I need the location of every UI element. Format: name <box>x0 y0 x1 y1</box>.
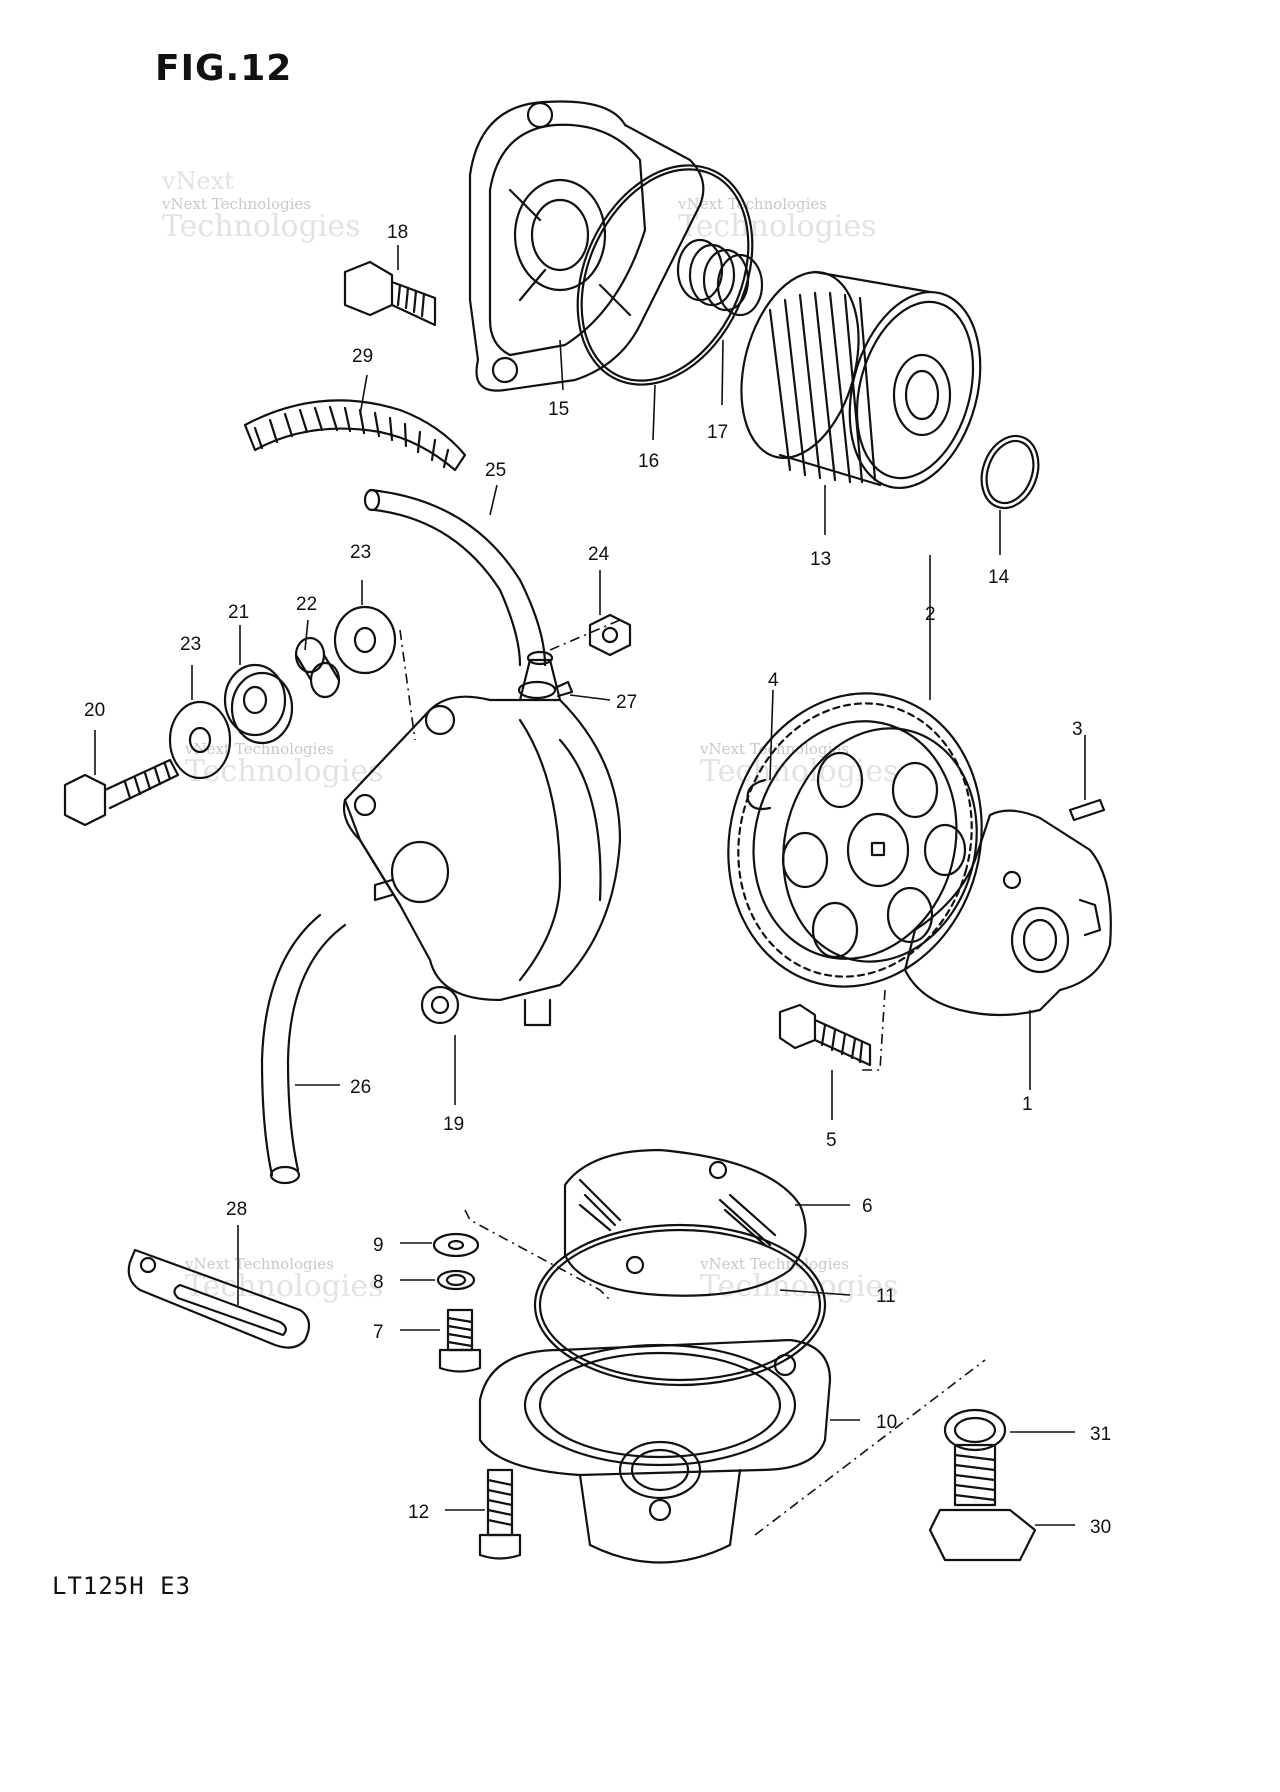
callout-20: 20 <box>84 700 105 721</box>
oil-filter-element <box>740 270 982 490</box>
oil-pump-body <box>903 809 1112 1017</box>
drain-plug-30 <box>928 1443 1037 1562</box>
bolt-20 <box>63 758 180 827</box>
grommet-21 <box>223 663 294 745</box>
callout-9: 9 <box>373 1235 384 1256</box>
callout-17: 17 <box>707 422 728 443</box>
callout-18: 18 <box>387 222 408 243</box>
callout-7: 7 <box>373 1322 384 1343</box>
bolt-7 <box>438 1308 482 1373</box>
callout-21: 21 <box>228 602 249 623</box>
callout-23-lower: 23 <box>180 634 201 655</box>
clamp-27 <box>517 680 574 700</box>
oil-filter-cap <box>468 100 705 392</box>
gasket-31 <box>943 1408 1007 1452</box>
oil-strainer-cap <box>478 1338 832 1564</box>
callout-27: 27 <box>616 692 637 713</box>
callout-1: 1 <box>1022 1094 1033 1115</box>
spring-coil-29 <box>243 399 467 472</box>
callout-22: 22 <box>296 594 317 615</box>
callout-12: 12 <box>408 1502 429 1523</box>
gasket-6 <box>563 1148 807 1297</box>
lock-washer-8 <box>436 1269 476 1291</box>
callout-31: 31 <box>1090 1424 1111 1445</box>
callout-2: 2 <box>925 604 936 625</box>
bracket-28 <box>127 1248 311 1349</box>
washer-9 <box>432 1232 480 1258</box>
collar-22 <box>294 636 341 699</box>
washer-23-lower <box>168 700 232 780</box>
callout-30: 30 <box>1090 1517 1111 1538</box>
callout-26: 26 <box>350 1077 371 1098</box>
callout-4: 4 <box>768 670 779 691</box>
callout-23-upper: 23 <box>350 542 371 563</box>
figure-title: FIG.12 <box>155 48 293 89</box>
bolt-5 <box>778 1003 872 1067</box>
callout-13: 13 <box>810 549 831 570</box>
callout-8: 8 <box>373 1272 384 1293</box>
oil-pump-gear <box>727 692 983 988</box>
washer-23-upper <box>333 605 397 675</box>
callout-16: 16 <box>638 451 659 472</box>
hose-25 <box>363 488 547 667</box>
bolt-12 <box>478 1468 522 1560</box>
fuel-pump <box>342 650 622 1027</box>
o-ring-small <box>980 434 1040 510</box>
callout-28: 28 <box>226 1199 247 1220</box>
model-code: LT125H E3 <box>52 1572 192 1600</box>
callout-6: 6 <box>862 1196 873 1217</box>
callout-labels: 1 2 3 4 5 6 7 8 9 10 11 12 13 14 15 16 1… <box>84 222 1111 1538</box>
hose-26 <box>260 913 347 1185</box>
circlip-4 <box>746 778 772 811</box>
callout-10: 10 <box>876 1412 897 1433</box>
bolt-18 <box>343 260 437 327</box>
pin-3 <box>1068 798 1106 822</box>
spring <box>676 238 764 317</box>
callout-15: 15 <box>548 399 569 420</box>
callout-14: 14 <box>988 567 1010 588</box>
callout-25: 25 <box>485 460 506 481</box>
leader-lines <box>94 245 1086 1526</box>
nut-24 <box>588 613 632 657</box>
callout-29: 29 <box>352 346 373 367</box>
o-ring-11 <box>533 1223 827 1387</box>
callout-3: 3 <box>1072 719 1083 740</box>
callout-19: 19 <box>443 1114 464 1135</box>
callout-5: 5 <box>826 1130 837 1151</box>
callout-24: 24 <box>588 544 610 565</box>
callout-11: 11 <box>876 1286 896 1307</box>
